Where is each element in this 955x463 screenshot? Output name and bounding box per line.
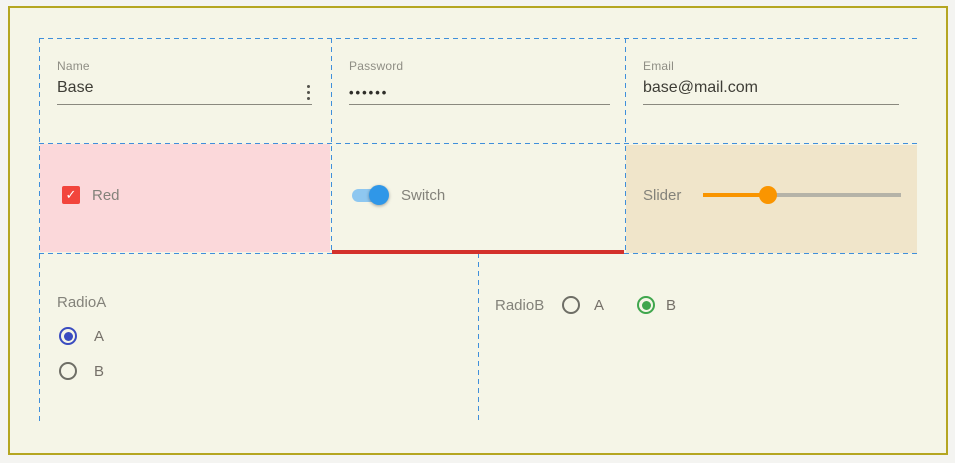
- kebab-menu-icon[interactable]: [301, 82, 315, 102]
- name-field-label: Name: [57, 59, 90, 73]
- red-checkbox[interactable]: ✓: [62, 186, 80, 204]
- email-input[interactable]: base@mail.com: [643, 79, 758, 96]
- radio-a-option-b-label: B: [94, 363, 105, 380]
- radio-a-option-b[interactable]: [59, 362, 77, 380]
- red-checkbox-label: Red: [92, 187, 120, 204]
- radio-group-b-label: RadioB: [495, 297, 545, 314]
- radio-b-option-a-label: A: [594, 297, 605, 314]
- radio-b-option-b[interactable]: [637, 296, 655, 314]
- password-input-underline: [349, 104, 610, 105]
- grid-line-vertical-col3: [625, 38, 626, 253]
- radio-b-option-a[interactable]: [562, 296, 580, 314]
- slider-label: Slider: [643, 187, 682, 204]
- checkmark-icon: ✓: [65, 187, 77, 202]
- radio-a-option-a[interactable]: [59, 327, 77, 345]
- email-field-label: Email: [643, 59, 675, 73]
- switch-cell-error-underline: [332, 250, 624, 254]
- grid-line-vertical-col2: [331, 38, 332, 253]
- name-input[interactable]: Base: [57, 79, 94, 96]
- password-field-label: Password: [349, 59, 404, 73]
- switch-label: Switch: [401, 187, 446, 204]
- slider-active-track: [703, 193, 768, 197]
- grid-line-horizontal-top: [39, 38, 917, 39]
- name-input-underline: [57, 104, 312, 105]
- slider-rail[interactable]: [703, 193, 901, 197]
- password-input[interactable]: ••••••: [349, 85, 389, 100]
- grid-line-horizontal-middle: [39, 143, 917, 144]
- radio-a-option-a-label: A: [94, 328, 105, 345]
- slider-thumb[interactable]: [759, 186, 777, 204]
- switch-toggle-thumb[interactable]: [369, 185, 389, 205]
- checkbox-cell-panel: [40, 144, 330, 252]
- grid-line-vertical-left: [39, 38, 40, 424]
- radio-b-option-b-label: B: [666, 297, 677, 314]
- radio-group-a-label: RadioA: [57, 294, 107, 311]
- email-input-underline: [643, 104, 899, 105]
- grid-line-vertical-row3-split: [478, 253, 479, 424]
